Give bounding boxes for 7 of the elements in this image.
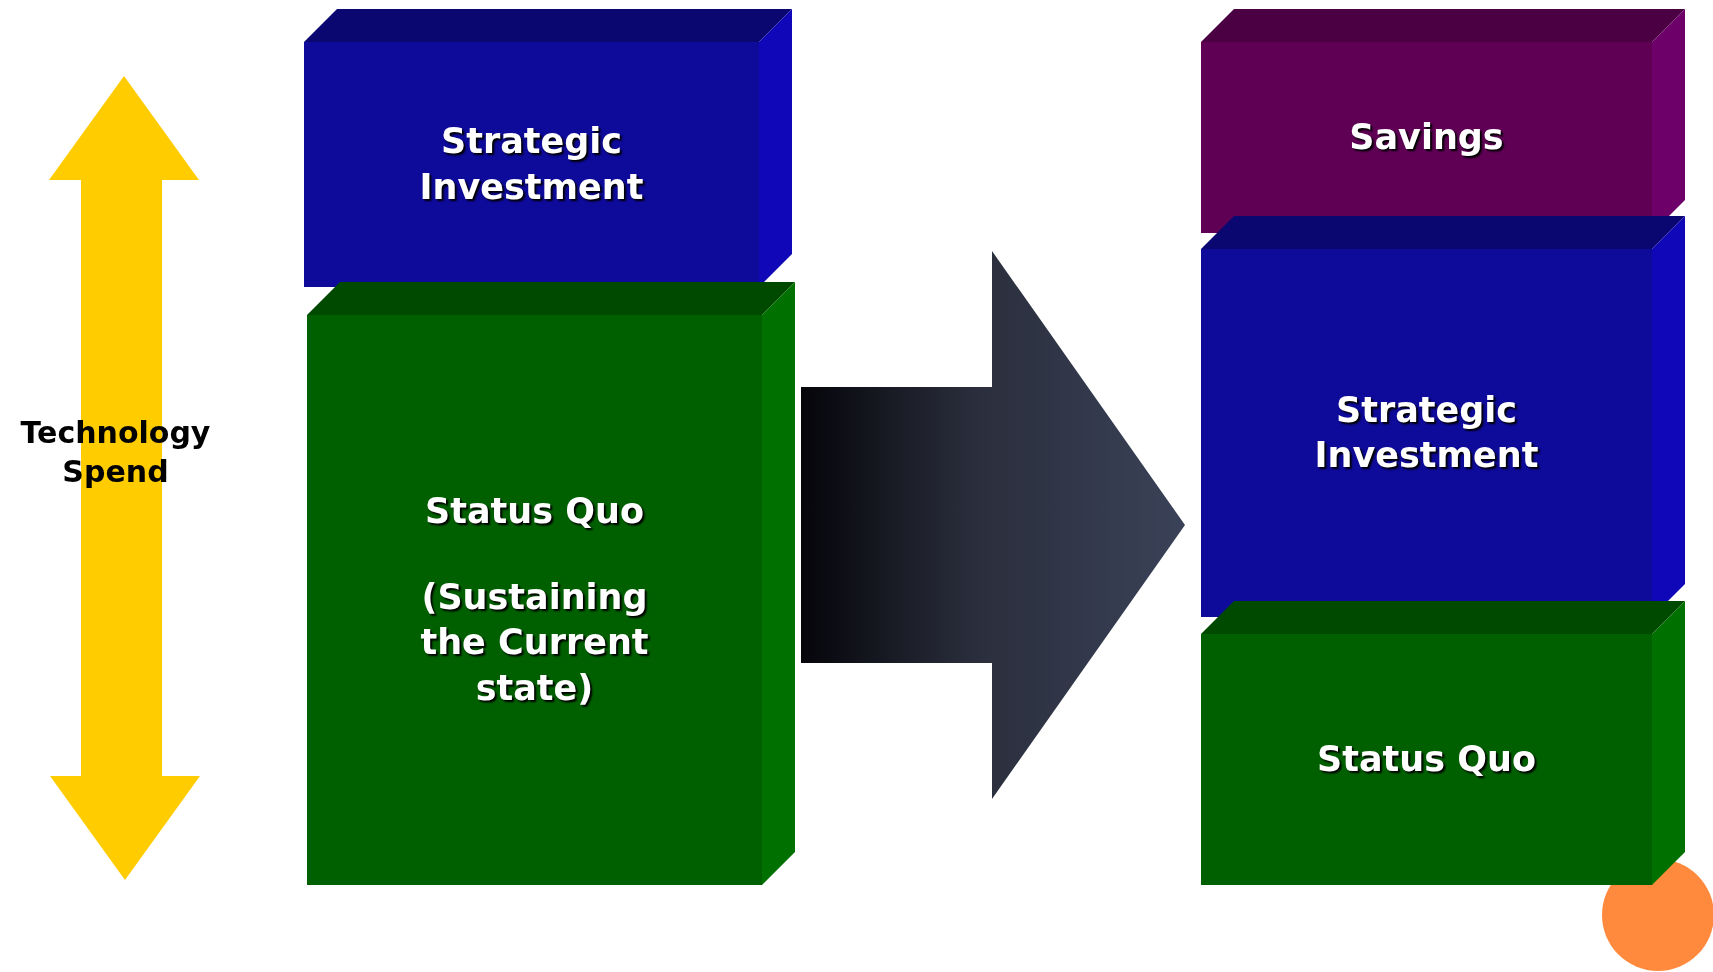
block-title: Status Quo xyxy=(425,490,644,533)
block-title: Strategic Investment xyxy=(1313,388,1540,477)
block-title: Status Quo xyxy=(1317,737,1536,781)
block-subtitle: (Sustaining the Current state) xyxy=(419,575,650,710)
block-arrow xyxy=(801,251,1185,799)
block-title: Strategic Investment xyxy=(418,120,645,209)
block-title: Savings xyxy=(1349,115,1504,159)
